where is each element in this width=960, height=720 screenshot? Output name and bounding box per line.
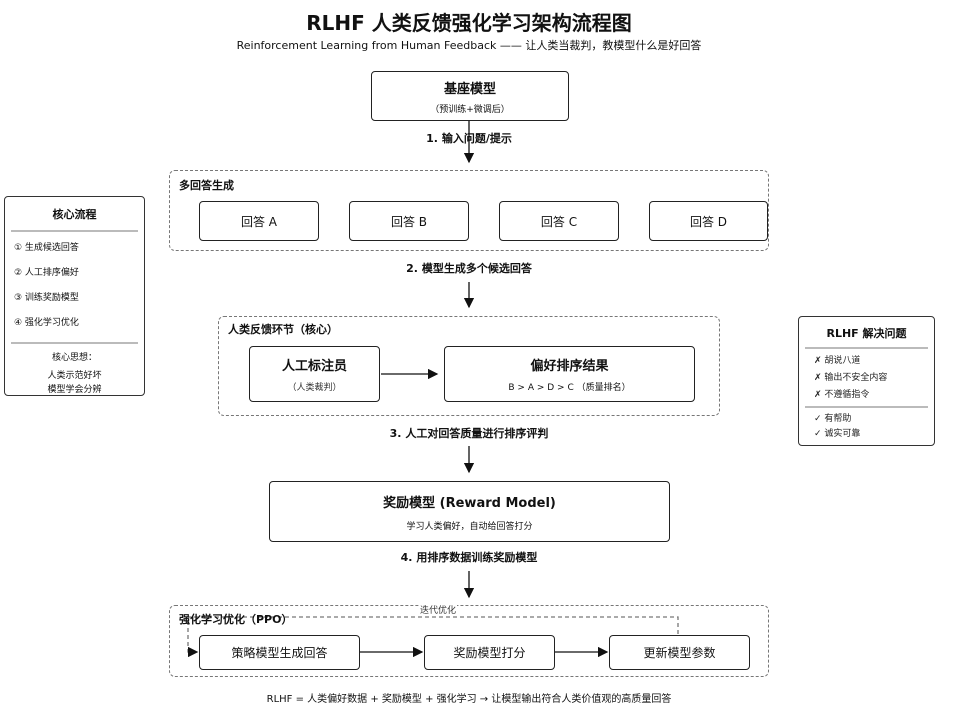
reward-model-sub: 学习人类偏好，自动给回答打分	[406, 521, 533, 532]
divider	[11, 342, 138, 344]
reward-model-title: 奖励模型 (Reward Model)	[383, 495, 556, 511]
ranking-sub: B > A > D > C （质量排名）	[508, 383, 631, 393]
answer-c: 回答 C	[499, 201, 619, 241]
problems-panel-title: RLHF 解决问题	[826, 327, 907, 340]
footer-formula: RLHF = 人类偏好数据 + 奖励模型 + 强化学习 → 让模型输出符合人类价…	[266, 694, 672, 705]
divider	[805, 347, 928, 349]
rlhf-problems-panel: RLHF 解决问题 ✗ 胡说八道 ✗ 输出不安全内容 ✗ 不遵循指令 ✓ 有帮助…	[798, 316, 935, 446]
core-item-4: ④ 强化学习优化	[14, 318, 79, 328]
update-node: 更新模型参数	[609, 635, 750, 670]
core-idea-line-1: 人类示范好坏	[47, 371, 102, 381]
ranking-node: 偏好排序结果 B > A > D > C （质量排名）	[444, 346, 695, 402]
core-idea-title: 核心思想：	[51, 353, 97, 363]
core-item-2: ② 人工排序偏好	[14, 268, 79, 278]
core-item-1: ① 生成候选回答	[14, 243, 79, 253]
core-item-3: ③ 训练奖励模型	[14, 293, 79, 303]
ranking-title: 偏好排序结果	[530, 359, 609, 374]
annotator-sub: （人类裁判）	[287, 383, 342, 393]
base-model-sub: （预训练+微调后）	[430, 104, 510, 115]
answer-b: 回答 B	[349, 201, 469, 241]
ppo-group	[169, 605, 769, 677]
problem-item-3: ✗ 不遵循指令	[814, 390, 870, 400]
step-1-label: 1. 输入问题/提示	[426, 132, 512, 145]
step-4-label: 4. 用排序数据训练奖励模型	[400, 551, 538, 564]
reward-model-node: 奖励模型 (Reward Model) 学习人类偏好，自动给回答打分	[269, 481, 670, 542]
divider	[11, 230, 138, 232]
annotator-title: 人工标注员	[281, 359, 347, 374]
core-idea-line-2: 模型学会分辨	[47, 385, 102, 395]
ppo-label: 强化学习优化（PPO）	[179, 613, 293, 626]
benefit-item-1: ✓ 有帮助	[814, 414, 852, 424]
annotator-node: 人工标注员 （人类裁判）	[249, 346, 380, 402]
base-model-title: 基座模型	[443, 81, 496, 97]
human-feedback-label: 人类反馈环节（核心）	[228, 323, 338, 336]
page-subtitle: Reinforcement Learning from Human Feedba…	[236, 39, 702, 52]
page-title: RLHF 人类反馈强化学习架构流程图	[306, 11, 632, 35]
problem-item-1: ✗ 胡说八道	[814, 356, 861, 366]
human-feedback-group	[218, 316, 720, 416]
core-process-panel: 核心流程 ① 生成候选回答 ② 人工排序偏好 ③ 训练奖励模型 ④ 强化学习优化…	[4, 196, 145, 396]
loop-arrow	[187, 616, 679, 658]
step-2-label: 2. 模型生成多个候选回答	[406, 262, 532, 275]
answer-d: 回答 D	[649, 201, 768, 241]
benefit-item-2: ✓ 诚实可靠	[814, 429, 861, 439]
step-3-label: 3. 人工对回答质量进行排序评判	[389, 427, 549, 440]
scoring-node: 奖励模型打分	[424, 635, 555, 670]
answer-a: 回答 A	[199, 201, 319, 241]
base-model-node: 基座模型 （预训练+微调后）	[371, 71, 569, 121]
core-panel-title: 核心流程	[52, 208, 97, 221]
policy-node: 策略模型生成回答	[199, 635, 360, 670]
multi-answer-group	[169, 170, 769, 251]
problem-item-2: ✗ 输出不安全内容	[814, 373, 888, 383]
loop-label: 迭代优化	[419, 603, 458, 616]
multi-answer-label: 多回答生成	[179, 179, 234, 192]
divider	[805, 406, 928, 408]
